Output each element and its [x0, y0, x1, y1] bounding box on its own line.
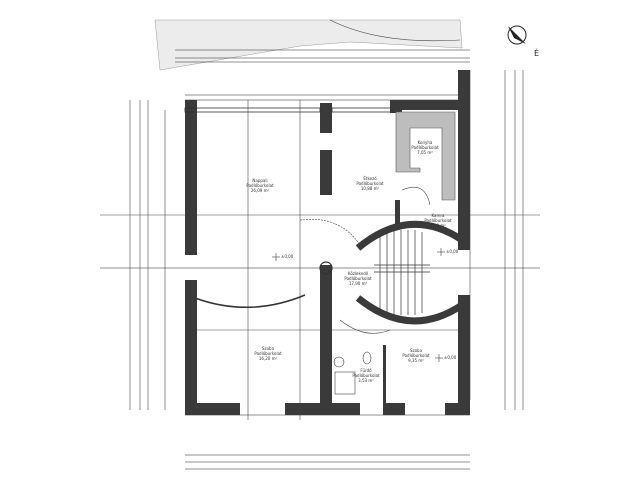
column — [319, 261, 333, 275]
dimension-lines-left — [129, 100, 166, 410]
staircase — [374, 230, 430, 315]
walls — [184, 70, 470, 415]
room-subtitle: Padlóburkolat — [411, 145, 439, 150]
room-subtitle: Padlóburkolat — [424, 218, 452, 223]
terrace-curve — [329, 19, 461, 42]
room-name: Szoba — [262, 346, 275, 351]
room-label-nappali: Nappali Padlóburkolat 26,09 m² — [246, 178, 274, 193]
level-value: ±0,00 — [281, 254, 294, 259]
level-mark: ±0,00 — [435, 354, 457, 362]
toilet — [362, 351, 372, 365]
level-mark: ±0,00 — [437, 248, 459, 256]
dimension-lines-bottom — [185, 414, 470, 470]
north-label: É — [534, 47, 539, 58]
room-label-furdo: Fürdő Padlóburkolat 3,53 m² — [352, 368, 380, 383]
room-label-szoba-2: Szoba Padlóburkolat 9,35 m² — [402, 348, 430, 363]
room-subtitle: Padlóburkolat — [344, 276, 372, 281]
room-name: Közlekedő — [348, 271, 369, 276]
north-arrow: É — [507, 25, 539, 58]
room-area: 9,35 m² — [408, 358, 424, 363]
room-area: 17,90 m² — [349, 281, 368, 286]
room-label-konyha: Konyha Padlóburkolat 7,05 m² — [411, 140, 439, 155]
room-subtitle: Padlóburkolat — [352, 373, 380, 378]
room-subtitle: Padlóburkolat — [356, 181, 384, 186]
stair-wall-arc — [355, 220, 464, 251]
room-name: Étkező — [363, 176, 377, 181]
sink — [333, 356, 345, 368]
kitchen-counter — [395, 111, 456, 201]
room-name: Fürdő — [360, 368, 372, 373]
room-label-etkezo: Étkező Padlóburkolat 10,88 m² — [356, 176, 384, 191]
room-label-szoba-1: Szoba Padlóburkolat 16,20 m² — [254, 346, 282, 361]
room-area: 26,09 m² — [251, 188, 270, 193]
room-name: Kamra — [432, 213, 446, 218]
dimension-lines-top — [175, 49, 470, 101]
room-area: 7,05 m² — [417, 150, 433, 155]
room-area: 3,53 m² — [358, 378, 374, 383]
sliding-door-arc — [194, 294, 306, 309]
shower — [334, 371, 356, 395]
level-value: ±0,00 — [444, 355, 457, 360]
room-area: 16,20 m² — [259, 356, 278, 361]
door-swing — [339, 319, 391, 334]
level-value: ±0,00 — [446, 249, 459, 254]
door-swing — [401, 186, 431, 206]
terrace — [154, 19, 463, 71]
room-label-kozlekedo: Közlekedő Padlóburkolat 17,90 m² — [344, 271, 372, 286]
dimension-lines-right — [469, 70, 524, 410]
room-name: Konyha — [418, 140, 433, 145]
room-area: 10,88 m² — [361, 186, 380, 191]
room-subtitle: Padlóburkolat — [254, 351, 282, 356]
room-name: Nappali — [252, 178, 267, 183]
stair-wall-arc — [355, 295, 464, 325]
bathroom-wall — [383, 345, 386, 415]
room-label-kamra: Kamra Padlóburkolat 2,00 m² — [424, 213, 452, 228]
room-subtitle: Padlóburkolat — [246, 183, 274, 188]
room-subtitle: Padlóburkolat — [402, 353, 430, 358]
level-mark: ±0,00 — [272, 253, 294, 261]
room-area: 2,00 m² — [430, 223, 446, 228]
room-name: Szoba — [410, 348, 423, 353]
door-swing — [299, 219, 361, 246]
